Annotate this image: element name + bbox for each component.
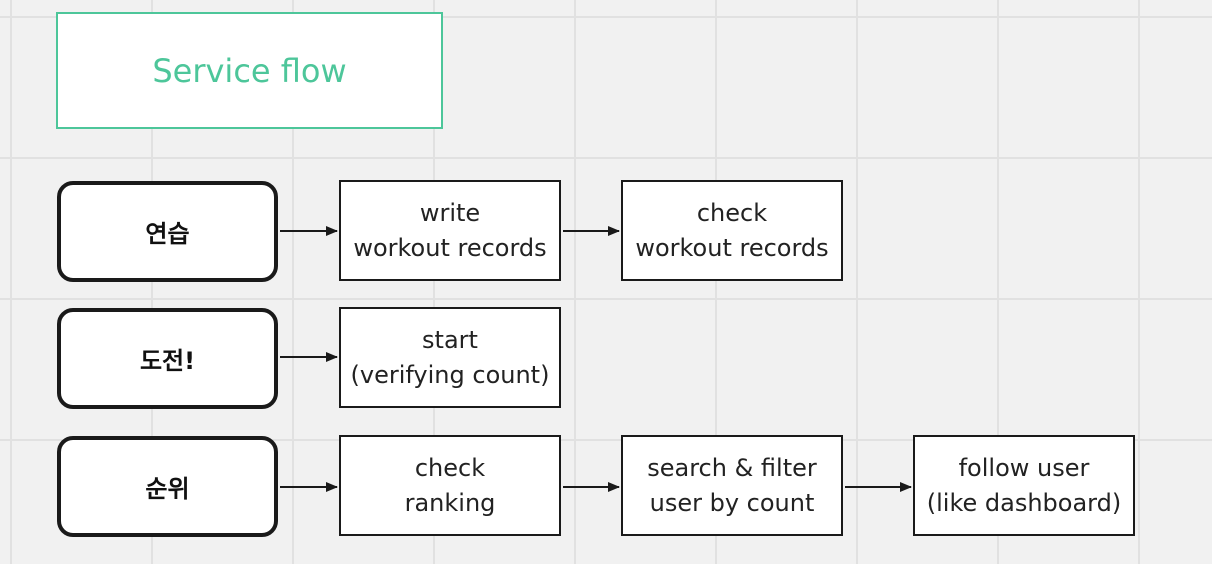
step-check-ranking: check ranking	[339, 435, 561, 536]
step-line2: ranking	[404, 488, 496, 517]
diagram-title-box: Service flow	[56, 12, 443, 129]
category-challenge: 도전!	[57, 308, 278, 409]
step-line1: check	[696, 198, 768, 227]
step-line1: start	[422, 325, 478, 354]
step-follow-user: follow user (like dashboard)	[913, 435, 1135, 536]
step-line1: check	[414, 453, 486, 482]
step-line2: (verifying count)	[350, 360, 550, 389]
step-line2: (like dashboard)	[926, 488, 1122, 517]
step-line2: workout records	[635, 233, 829, 262]
step-line2: user by count	[649, 488, 815, 517]
category-ranking: 순위	[57, 436, 278, 537]
category-label: 순위	[145, 475, 190, 503]
category-label: 도전!	[139, 347, 196, 375]
step-line1: search & filter	[647, 453, 817, 482]
step-line1: follow user	[958, 453, 1090, 482]
step-line2: workout records	[353, 233, 547, 262]
diagram-title: Service flow	[152, 51, 347, 90]
category-practice: 연습	[57, 181, 278, 282]
category-label: 연습	[145, 220, 190, 248]
step-write-workout-records: write workout records	[339, 180, 561, 281]
step-line1: write	[419, 198, 481, 227]
step-start-verifying-count: start (verifying count)	[339, 307, 561, 408]
step-search-filter-user: search & filter user by count	[621, 435, 843, 536]
step-check-workout-records: check workout records	[621, 180, 843, 281]
